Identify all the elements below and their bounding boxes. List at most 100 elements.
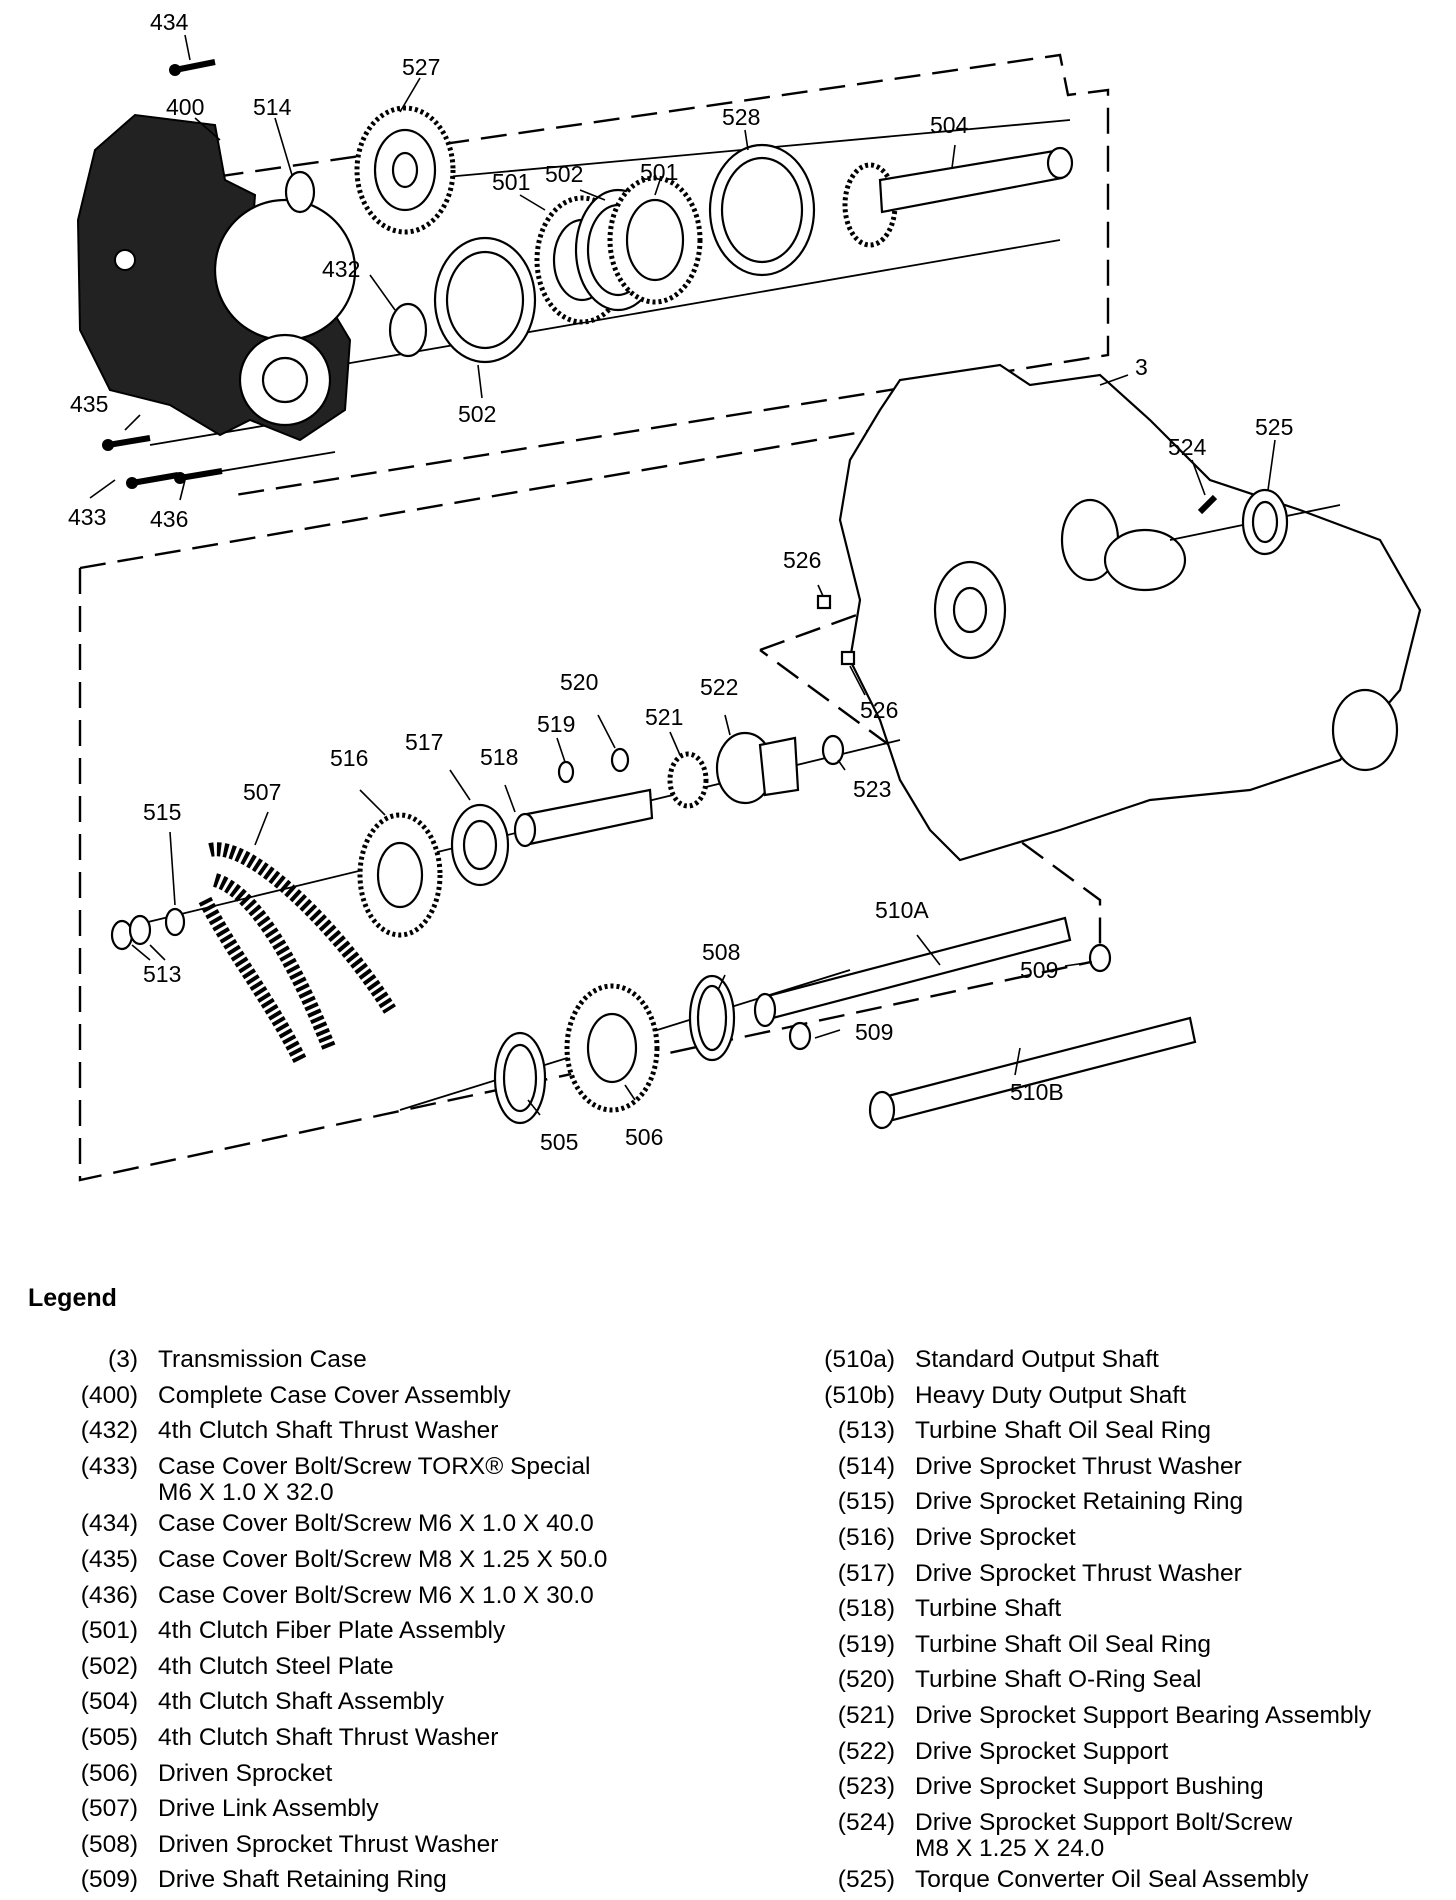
callout-502-lower: 502 bbox=[458, 401, 496, 427]
retaining-ring-509-upper bbox=[1088, 943, 1112, 973]
case-cover-bolt-434 bbox=[169, 59, 216, 76]
legend-row: (520)Turbine Shaft O-Ring Seal bbox=[837, 1666, 1202, 1694]
legend-row: (501)4th Clutch Fiber Plate Assembly bbox=[80, 1617, 506, 1645]
callout-528: 528 bbox=[722, 104, 760, 130]
callout-522: 522 bbox=[700, 674, 738, 700]
callout-507: 507 bbox=[243, 779, 281, 805]
legend-row: (522)Drive Sprocket Support bbox=[837, 1737, 1169, 1765]
legend-row: (432)4th Clutch Shaft Thrust Washer bbox=[80, 1417, 499, 1445]
case-cover-bolt-435 bbox=[102, 435, 151, 451]
legend-title: Legend bbox=[28, 1284, 117, 1312]
callout-3: 3 bbox=[1135, 354, 1148, 380]
callout-504: 504 bbox=[930, 112, 969, 138]
legend-right-column: (510a)Standard Output Shaft (510b)Heavy … bbox=[795, 1342, 1455, 1898]
legend-row: (435)Case Cover Bolt/Screw M8 X 1.25 X 5… bbox=[80, 1545, 608, 1573]
callout-518: 518 bbox=[480, 744, 518, 770]
legend-row: (3)Transmission Case bbox=[108, 1346, 367, 1373]
steel-plate-502-lower bbox=[433, 236, 537, 364]
legend-row: (506)Driven Sprocket bbox=[80, 1759, 333, 1787]
callout-432: 432 bbox=[322, 256, 360, 282]
legend-row: (505)4th Clutch Shaft Thrust Washer bbox=[80, 1723, 499, 1751]
upper-axis-2 bbox=[309, 239, 1061, 371]
callout-508: 508 bbox=[702, 939, 740, 965]
heavy-duty-output-shaft-510b bbox=[868, 1016, 1197, 1130]
callout-436: 436 bbox=[150, 506, 188, 532]
callout-434: 434 bbox=[150, 9, 189, 35]
legend-row: (502)4th Clutch Steel Plate bbox=[80, 1652, 394, 1680]
callout-435: 435 bbox=[70, 391, 108, 417]
legend: Legend (3)Transmission Case (400)Complet… bbox=[0, 1280, 1456, 1900]
legend-row: (525)Torque Converter Oil Seal Assembly bbox=[837, 1866, 1309, 1894]
legend-row: (518)Turbine Shaft bbox=[837, 1595, 1062, 1623]
callout-516: 516 bbox=[330, 745, 368, 771]
callout-521: 521 bbox=[645, 704, 683, 730]
case-cover-bolt-433 bbox=[126, 472, 179, 489]
callout-510A: 510A bbox=[875, 897, 929, 923]
legend-row: (436)Case Cover Bolt/Screw M6 X 1.0 X 30… bbox=[80, 1581, 594, 1609]
drive-link-assembly-507 bbox=[198, 842, 396, 1064]
callout-510B: 510B bbox=[1010, 1079, 1064, 1105]
clutch-shaft-504 bbox=[842, 146, 1074, 248]
callout-513: 513 bbox=[143, 961, 181, 987]
callout-506: 506 bbox=[625, 1124, 663, 1150]
thrust-washer-517 bbox=[450, 803, 510, 887]
callout-501-right: 501 bbox=[640, 159, 678, 185]
legend-row: (514)Drive Sprocket Thrust Washer bbox=[837, 1452, 1242, 1480]
legend-row: (510a)Standard Output Shaft bbox=[824, 1346, 1159, 1373]
callout-527: 527 bbox=[402, 54, 440, 80]
driven-sprocket-506 bbox=[564, 983, 660, 1113]
callout-526-lower: 526 bbox=[860, 697, 898, 723]
callout-509-lower: 509 bbox=[855, 1019, 893, 1045]
legend-row: (510b)Heavy Duty Output Shaft bbox=[824, 1381, 1186, 1409]
callout-525: 525 bbox=[1255, 414, 1293, 440]
oil-seal-rings-513 bbox=[110, 914, 152, 951]
upper-axis-1 bbox=[379, 119, 1071, 184]
callout-502-upper: 502 bbox=[545, 161, 583, 187]
legend-row: (434)Case Cover Bolt/Screw M6 X 1.0 X 40… bbox=[80, 1510, 594, 1538]
support-bushing-523 bbox=[821, 734, 845, 766]
o-ring-seal-520 bbox=[610, 747, 630, 773]
thrust-washer-514 bbox=[284, 170, 316, 214]
callout-433: 433 bbox=[68, 504, 106, 530]
callout-509-upper: 509 bbox=[1020, 957, 1058, 983]
legend-row: (508)Driven Sprocket Thrust Washer bbox=[80, 1830, 499, 1858]
callout-400: 400 bbox=[166, 94, 204, 120]
thrust-washer-508 bbox=[688, 974, 736, 1062]
callout-515: 515 bbox=[143, 799, 181, 825]
bushing-526-lower bbox=[840, 650, 856, 666]
callout-526-upper: 526 bbox=[783, 547, 821, 573]
legend-row: (513)Turbine Shaft Oil Seal Ring bbox=[837, 1417, 1211, 1445]
thrust-washer-505 bbox=[493, 1031, 547, 1125]
case-cover-bolt-436 bbox=[174, 468, 223, 484]
thrust-washer-432 bbox=[388, 302, 428, 358]
leader-lines bbox=[89, 34, 1276, 1116]
oil-seal-ring-519 bbox=[557, 760, 575, 784]
legend-row: (523)Drive Sprocket Support Bushing bbox=[837, 1773, 1264, 1801]
legend-row: (519)Turbine Shaft Oil Seal Ring bbox=[837, 1630, 1211, 1658]
legend-row: (400)Complete Case Cover Assembly bbox=[80, 1381, 511, 1409]
legend-row: (507)Drive Link Assembly bbox=[80, 1795, 379, 1823]
fiber-plate-501-right bbox=[607, 175, 703, 305]
gear-527 bbox=[354, 105, 456, 235]
legend-row: (509)Drive Shaft Retaining Ring bbox=[80, 1866, 447, 1894]
legend-left-column: (3)Transmission Case (400)Complete Case … bbox=[40, 1342, 740, 1898]
transmission-case bbox=[838, 363, 1422, 862]
drive-sprocket-516 bbox=[357, 812, 443, 938]
retaining-ring-509-lower bbox=[788, 1021, 812, 1051]
callout-519: 519 bbox=[537, 711, 575, 737]
bolt-524 bbox=[1197, 494, 1218, 515]
steel-plate-528 bbox=[708, 143, 816, 277]
drive-sprocket-support-522 bbox=[715, 731, 800, 805]
legend-row: (504)4th Clutch Shaft Assembly bbox=[80, 1688, 444, 1716]
callout-523: 523 bbox=[853, 776, 891, 802]
legend-row: (515)Drive Sprocket Retaining Ring bbox=[837, 1488, 1244, 1516]
legend-row: (433)Case Cover Bolt/Screw TORX® Special… bbox=[80, 1452, 591, 1507]
callout-514: 514 bbox=[253, 94, 292, 120]
callout-501-left: 501 bbox=[492, 169, 530, 195]
legend-row: (521)Drive Sprocket Support Bearing Asse… bbox=[837, 1701, 1372, 1729]
callout-517: 517 bbox=[405, 729, 443, 755]
callout-520: 520 bbox=[560, 669, 598, 695]
legend-row: (516)Drive Sprocket bbox=[837, 1523, 1076, 1551]
callout-505: 505 bbox=[540, 1129, 578, 1155]
